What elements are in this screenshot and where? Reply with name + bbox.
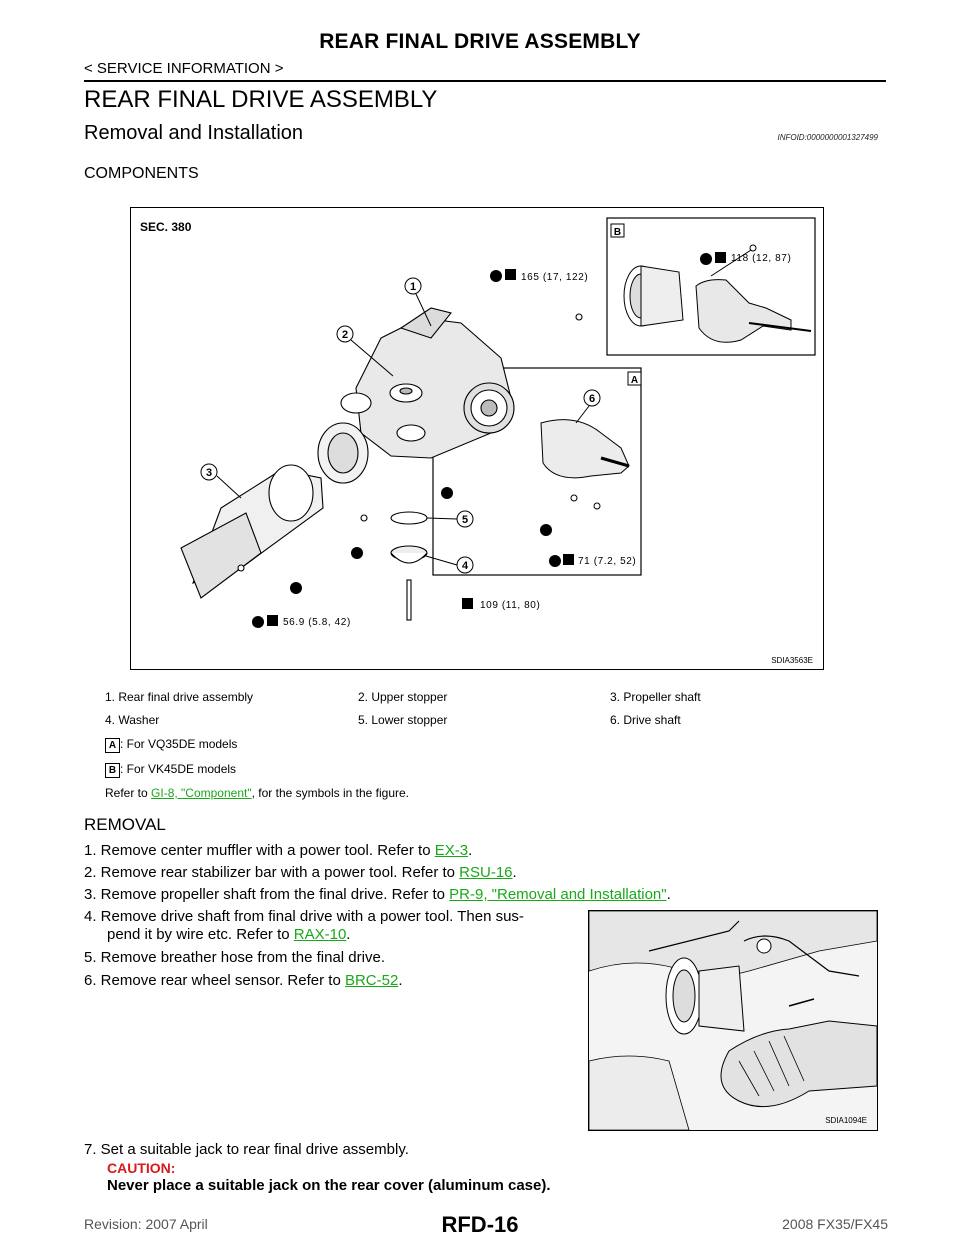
svg-text:2: 2 — [342, 329, 348, 341]
note-b-text: : For VK45DE models — [120, 762, 237, 776]
no-reuse-icon — [540, 524, 552, 536]
components-diagram: SEC. 380 B 118 (12, 87) A — [140, 217, 816, 665]
legend-refer: Refer to GI-8, "Component", for the symb… — [105, 786, 409, 800]
torque-symbol-icon — [462, 598, 473, 609]
final-drive-illustration — [180, 307, 583, 621]
ex3-link[interactable]: EX-3 — [434, 842, 469, 859]
no-reuse-icon — [290, 582, 302, 594]
step-7: 7. Set a suitable jack to rear final dri… — [84, 1141, 409, 1158]
breadcrumb: < SERVICE INFORMATION > — [84, 60, 284, 77]
gi8-link[interactable]: GI-8, "Component" — [151, 786, 252, 800]
period: . — [346, 926, 351, 943]
callout-1: 1 — [404, 277, 432, 327]
caution-label: CAUTION: — [107, 1160, 176, 1176]
torque-symbol-icon — [700, 252, 726, 265]
torque-value-4: 109 (11, 80) — [480, 600, 540, 611]
legend-item-3: 3. Propeller shaft — [610, 690, 701, 704]
step-1-text: 1. Remove center muffler with a power to… — [84, 842, 435, 859]
box-b-icon: B — [105, 763, 120, 778]
section-subtitle: Removal and Installation — [84, 122, 304, 144]
brc52-link[interactable]: BRC-52 — [344, 972, 399, 989]
legend-item-6: 6. Drive shaft — [610, 713, 681, 727]
step-2-text: 2. Remove rear stabilizer bar with a pow… — [84, 864, 460, 881]
box-a-icon: A — [105, 738, 120, 753]
footer-page-number: RFD-16 — [441, 1212, 519, 1237]
callout-4: 4 — [425, 555, 474, 574]
step-3: 3. Remove propeller shaft from the final… — [84, 886, 671, 903]
torque-value-1: 165 (17, 122) — [521, 272, 588, 283]
legend-item-1: 1. Rear final drive assembly — [105, 690, 254, 704]
refer-suffix: , for the symbols in the figure. — [251, 786, 410, 800]
figure-code: SDIA3563E — [771, 656, 813, 665]
torque-value-a: 71 (7.2, 52) — [578, 556, 636, 567]
footer-model: 2008 FX35/FX45 — [782, 1216, 888, 1232]
caution-text: Never place a suitable jack on the rear … — [107, 1177, 551, 1194]
components-figure: SEC. 380 B 118 (12, 87) A — [130, 207, 824, 670]
inset-b-letter: B — [614, 227, 621, 238]
torque-value-5: 56.9 (5.8, 42) — [283, 617, 351, 628]
legend-note-a: A: For VQ35DE models — [105, 737, 237, 753]
svg-text:6: 6 — [589, 393, 595, 405]
step-4-line-2: pend it by wire etc. Refer to RAX-10. — [107, 926, 350, 943]
legend-item-4: 4. Washer — [105, 713, 160, 727]
period: . — [468, 842, 473, 859]
torque-symbol-icon — [549, 554, 574, 567]
step-1: 1. Remove center muffler with a power to… — [84, 842, 472, 859]
period: . — [512, 864, 517, 881]
inset-a-frame — [432, 367, 642, 576]
page-header-title: REAR FINAL DRIVE ASSEMBLY — [319, 30, 641, 53]
inset-a-marker — [627, 371, 642, 386]
legend-item-2: 2. Upper stopper — [358, 690, 448, 704]
callout-6: 6 — [575, 389, 601, 424]
legend-item-5: 5. Lower stopper — [358, 713, 448, 727]
footer-revision: Revision: 2007 April — [84, 1216, 208, 1232]
pr9-link[interactable]: PR-9, "Removal and Installation" — [449, 886, 667, 903]
svg-text:1: 1 — [410, 281, 416, 293]
callout-2: 2 — [336, 325, 394, 377]
step-6-text: 6. Remove rear wheel sensor. Refer to — [84, 972, 345, 989]
header-divider — [84, 80, 886, 82]
step-5: 5. Remove breather hose from the final d… — [84, 949, 385, 966]
inset-b-driveshaft — [623, 244, 812, 343]
svg-text:5: 5 — [462, 514, 468, 526]
svg-text:3: 3 — [206, 467, 212, 479]
components-heading: COMPONENTS — [84, 165, 199, 182]
step-3-text: 3. Remove propeller shaft from the final… — [84, 886, 450, 903]
inset-b-marker — [610, 223, 625, 238]
torque-symbol-icon — [490, 269, 516, 282]
note-a-text: : For VQ35DE models — [120, 737, 238, 751]
info-id: INFOID:0000000001327499 — [777, 133, 878, 142]
refer-prefix: Refer to — [105, 786, 152, 800]
inset-a-letter: A — [631, 375, 638, 386]
step-2: 2. Remove rear stabilizer bar with a pow… — [84, 864, 517, 881]
callout-5: 5 — [426, 510, 474, 528]
period: . — [666, 886, 671, 903]
torque-symbol-icon — [252, 615, 278, 628]
svg-text:4: 4 — [462, 560, 469, 572]
torque-value-b: 118 (12, 87) — [731, 253, 791, 264]
inset-b-frame — [606, 217, 816, 356]
callout-3: 3 — [200, 463, 242, 499]
drive-shaft-illustration: SDIA1094E — [589, 911, 877, 1130]
step-4-line-1: 4. Remove drive shaft from final drive w… — [84, 908, 524, 925]
step-6: 6. Remove rear wheel sensor. Refer to BR… — [84, 972, 403, 989]
drive-shaft-photo: SDIA1094E — [588, 910, 878, 1131]
no-reuse-icon — [441, 487, 453, 499]
step-4-text: pend it by wire etc. Refer to — [107, 926, 294, 943]
rax10-link[interactable]: RAX-10 — [293, 926, 347, 943]
legend-note-b: B: For VK45DE models — [105, 762, 236, 778]
period: . — [398, 972, 403, 989]
rsu16-link[interactable]: RSU-16 — [459, 864, 513, 881]
figure-code: SDIA1094E — [825, 1116, 867, 1125]
section-title: REAR FINAL DRIVE ASSEMBLY — [84, 86, 438, 113]
removal-heading: REMOVAL — [84, 815, 166, 834]
inset-a-driveshaft — [540, 419, 630, 510]
no-reuse-icon — [351, 547, 363, 559]
sec-label: SEC. 380 — [140, 220, 192, 234]
